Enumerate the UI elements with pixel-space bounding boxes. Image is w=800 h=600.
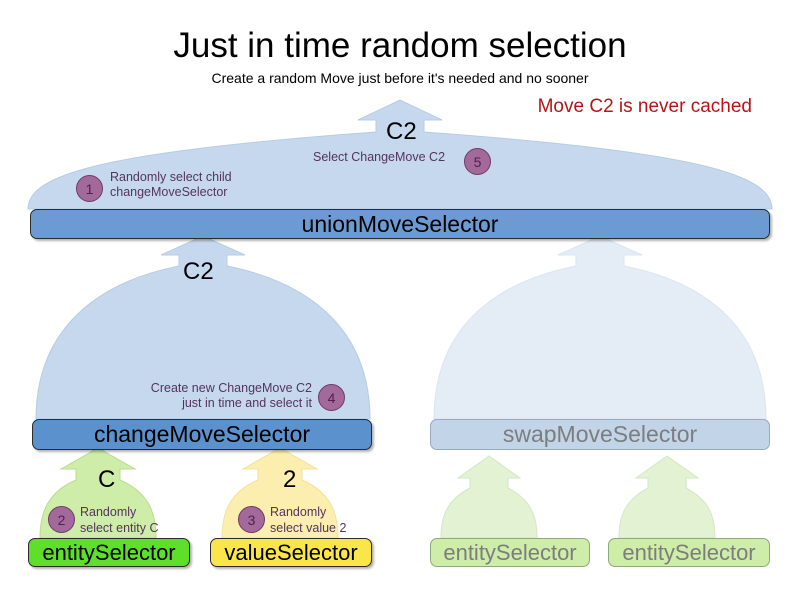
flow-swap-to-union [433, 235, 767, 420]
page-title: Just in time random selection [173, 26, 627, 65]
node-entity-selector-swap-right[interactable]: entitySelector [608, 538, 770, 567]
page-subtitle: Create a random Move just before it's ne… [211, 70, 589, 86]
flow-label-entity-to-change: C [98, 466, 116, 493]
flow-entity-to-swap-left [440, 455, 538, 539]
node-entity-selector-swap-left[interactable]: entitySelector [430, 538, 590, 567]
step-badge-5: 5 [464, 148, 491, 175]
step-annotation-4: Create new ChangeMove C2 just in time an… [122, 381, 312, 411]
cache-note: Move C2 is never cached [537, 96, 752, 117]
step-annotation-3: Randomly select value 2 [270, 504, 346, 536]
step-badge-3: 3 [238, 506, 265, 533]
step-annotation-3-line2: select value 2 [270, 521, 347, 535]
step-annotation-2-line2: select entity C [80, 521, 159, 535]
flow-label-union-out: C2 [386, 118, 417, 145]
flow-label-change-to-union: C2 [183, 258, 214, 285]
step-annotation-2: Randomly select entity C [80, 504, 159, 536]
node-swap-move-selector[interactable]: swapMoveSelector [430, 419, 770, 450]
step-annotation-1-line2: changeMoveSelector [110, 185, 228, 199]
step-annotation-5-line1: Select ChangeMove C2 [313, 150, 446, 164]
step-badge-2: 2 [48, 506, 75, 533]
step-annotation-2-line1: Randomly [80, 505, 137, 519]
flow-entity-to-swap-right [618, 455, 716, 539]
flow-union-out [27, 99, 773, 210]
step-annotation-3-line1: Randomly [270, 505, 327, 519]
step-badge-4: 4 [318, 384, 345, 411]
step-annotation-4-line2: just in time and select it [182, 396, 312, 410]
node-entity-selector-change[interactable]: entitySelector [28, 538, 190, 567]
node-value-selector-change[interactable]: valueSelector [210, 538, 372, 567]
flow-change-to-union [35, 235, 371, 420]
flow-label-value-to-change: 2 [283, 466, 297, 493]
node-change-move-selector[interactable]: changeMoveSelector [32, 419, 372, 450]
step-annotation-1-line1: Randomly select child [110, 170, 232, 184]
step-badge-1: 1 [76, 175, 103, 202]
step-annotation-5: Select ChangeMove C2 [313, 150, 445, 165]
step-annotation-4-line1: Create new ChangeMove C2 [150, 381, 312, 395]
step-annotation-1: Randomly select child changeMoveSelector [110, 170, 232, 200]
node-union-move-selector[interactable]: unionMoveSelector [30, 209, 770, 239]
